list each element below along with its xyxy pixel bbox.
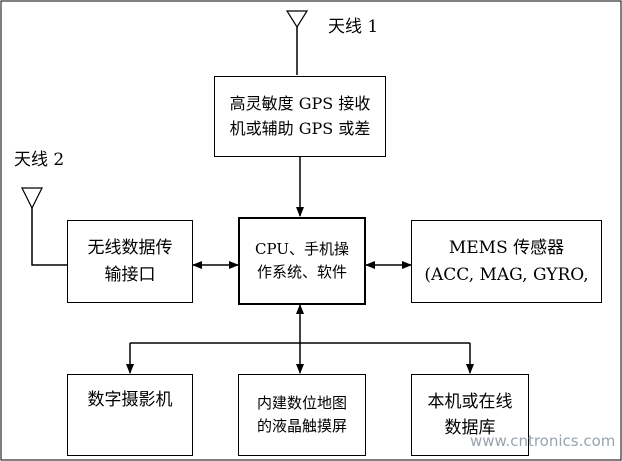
lcd-line-2: 的液晶触摸屏 [256,417,347,435]
watermark: www.cntronics.com [470,432,616,450]
mems-sensor-box: MEMS 传感器 (ACC, MAG, GYRO, [411,220,602,303]
cpu-box: CPU、手机操 作系统、软件 [238,217,366,305]
antenna-1-icon [285,10,309,75]
database-box: 本机或在线 数据库 [411,374,529,456]
database-line-1: 本机或在线 [427,391,513,412]
gps-receiver-box: 高灵敏度 GPS 接收 机或辅助 GPS 或差 [214,76,386,157]
antenna-2-icon [21,187,67,266]
mems-line-2: (ACC, MAG, GYRO, [424,264,589,285]
database-line-2: 数据库 [444,418,496,438]
lcd-line-1: 内建数位地图 [256,393,347,412]
mems-line-1: MEMS 传感器 [448,238,565,259]
wireless-interface-box: 无线数据传 输接口 [67,220,193,303]
gps-line-2: 机或辅助 GPS 或差 [229,118,371,138]
lcd-touchscreen-box: 内建数位地图 的液晶触摸屏 [238,374,366,456]
antenna-2-label: 天线 2 [14,150,65,170]
cpu-line-2: 作系统、软件 [256,263,347,281]
digital-camera-box: 数字摄影机 [67,374,193,456]
gps-line-1: 高灵敏度 GPS 接收 [229,93,371,113]
camera-line-1: 数字摄影机 [87,390,173,410]
wireless-line-2: 输接口 [104,264,156,285]
wireless-line-1: 无线数据传 [87,238,173,259]
cpu-line-1: CPU、手机操 [255,239,349,258]
antenna-1-label: 天线 1 [328,17,379,37]
